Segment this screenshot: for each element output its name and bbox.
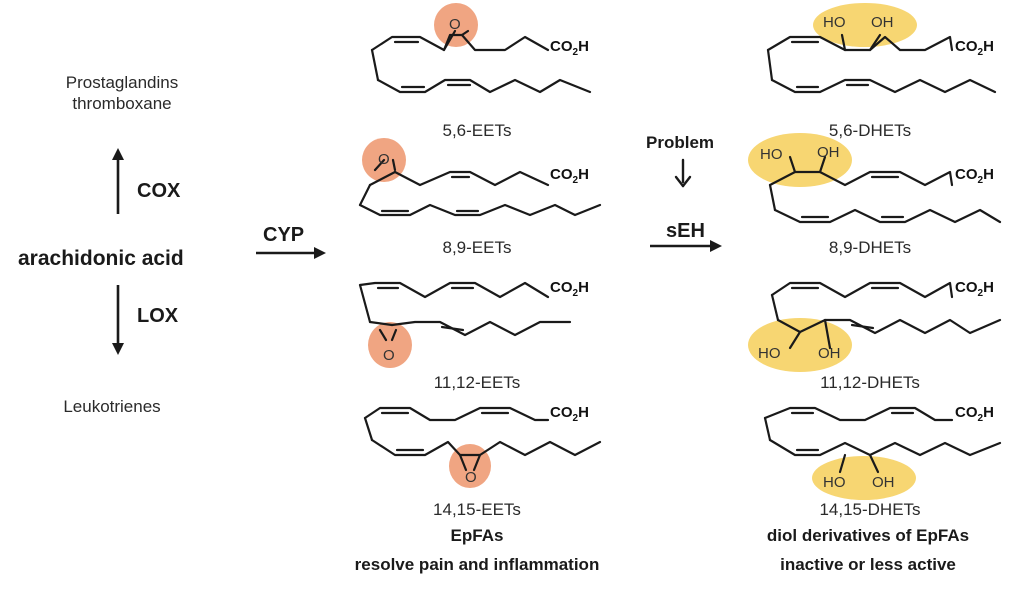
dhet1112-oh-bond-r: [823, 318, 832, 350]
eet1415-link: [363, 416, 374, 442]
diol-highlight-5-6: [813, 3, 917, 47]
dhet1112-link: [770, 293, 780, 322]
cyp-arrow: [256, 247, 326, 259]
epoxide-oxygen-11-12: O: [383, 347, 395, 364]
dhet56-link: [766, 48, 774, 82]
eet1415-epoxide-bond-l: [458, 453, 468, 472]
lox-enzyme-label: LOX: [137, 305, 179, 327]
diol-caption: diol derivatives of EpFAs: [766, 526, 970, 545]
hydroxyl-14-left: HO: [823, 474, 846, 491]
dhet1415-link: [763, 416, 772, 442]
hydroxyl-11-left: HO: [758, 345, 781, 362]
eet56-link: [370, 48, 380, 82]
seh-arrow: [650, 240, 722, 252]
epfa-caption: EpFAs: [450, 526, 504, 545]
hydroxyl-12-right: OH: [818, 345, 841, 362]
dhet89-bottom-chain: [773, 208, 1002, 224]
eet1112-epoxide-bond-r: [390, 328, 398, 342]
eet56-bottom-chain: [376, 78, 592, 94]
dhet1112-double-bond-c: [850, 323, 875, 330]
problem-arrow-head-right: [681, 175, 692, 188]
eet1112-double-bond-c: [440, 325, 465, 332]
cox-enzyme-label: COX: [137, 180, 181, 202]
dhet56-top-chain: [766, 35, 954, 52]
epoxide-oxygen-8-9: O: [378, 151, 390, 168]
carboxyl-eet-11-12: CO2H: [550, 279, 589, 299]
problem-label: Problem: [646, 133, 715, 152]
cox-product-thromboxane: thromboxane: [72, 94, 172, 113]
hydroxyl-6-right: OH: [871, 14, 894, 31]
dhet1112-top-chain: [770, 281, 954, 299]
carboxyl-eet-5-6: CO2H: [550, 38, 589, 58]
dhet1415-top-chain: [763, 406, 954, 422]
hydroxyl-9-right: OH: [817, 144, 840, 161]
eet89-epoxide-c1: [368, 170, 397, 187]
carboxyl-dhet-5-6: CO2H: [955, 38, 994, 58]
dhet1112-bottom-chain: [776, 318, 1002, 335]
dhet-caption-5-6: 5,6-DHETs: [828, 121, 912, 140]
hydroxyl-5-left: HO: [823, 14, 846, 31]
dhet-caption-14-15: 14,15-DHETs: [819, 500, 921, 519]
eet56-epoxide-bond-left: [442, 29, 457, 52]
eet56-epoxide-bond-right: [460, 29, 470, 37]
lox-product-leukotrienes: Leukotrienes: [63, 397, 161, 416]
arachidonic-acid-label: arachidonic acid: [18, 247, 184, 270]
carboxyl-dhet-14-15: CO2H: [955, 404, 994, 424]
eet1112-c11: [368, 320, 394, 327]
dhet56-oh-bond-l: [840, 33, 847, 52]
lox-arrow: [112, 285, 124, 355]
dhet89-oh-bond-l: [788, 155, 797, 174]
carboxyl-dhet-11-12: CO2H: [955, 279, 994, 299]
cox-product-prostaglandins: Prostaglandins: [65, 73, 179, 92]
carboxyl-dhet-8-9: CO2H: [955, 166, 994, 186]
eet-caption-11-12: 11,12-EETs: [433, 373, 521, 392]
dhet56-bottom-chain: [770, 78, 997, 94]
carboxyl-eet-14-15: CO2H: [550, 404, 589, 424]
eet89-top-chain: [393, 170, 550, 187]
diol-subcaption: inactive or less active: [780, 555, 956, 574]
eet89-bottom-chain: [358, 203, 602, 217]
dhet1415-oh-bond-r: [868, 453, 880, 474]
dhet1112-oh-bond-l: [788, 330, 802, 350]
eet-caption-5-6: 5,6-EETs: [442, 121, 512, 140]
eet1415-top-chain: [363, 406, 550, 422]
cyp-enzyme-label: CYP: [263, 224, 305, 246]
dhet-caption-11-12: 11,12-DHETs: [820, 373, 920, 392]
dhet56-oh-bond-r: [868, 33, 882, 52]
eet1112-link: [358, 283, 372, 324]
hydroxyl-15-right: OH: [872, 474, 895, 491]
eet1112-bottom-chain: [390, 320, 572, 337]
eet-caption-14-15: 14,15-EETs: [433, 500, 521, 519]
cox-arrow: [112, 148, 124, 214]
dhet1415-oh-bond-l: [838, 453, 847, 474]
diol-highlight-14-15: [812, 456, 916, 500]
dhet89-link: [768, 183, 777, 212]
eet1415-epoxide-bond-r: [472, 453, 482, 472]
epoxide-oxygen-5-6: O: [449, 16, 461, 33]
epoxide-highlight-11-12: [368, 322, 412, 368]
carboxyl-eet-8-9: CO2H: [550, 166, 589, 186]
epfa-subcaption: resolve pain and inflammation: [354, 555, 600, 574]
eet89-epoxide-bond-l: [373, 158, 386, 172]
problem-arrow-head-left: [674, 175, 685, 188]
dhet89-oh-bond-r: [818, 155, 827, 174]
eet89-epoxide-bond-r: [391, 158, 397, 172]
dhet1415-bottom-chain: [768, 438, 1002, 457]
diol-highlight-8-9: [748, 133, 852, 187]
eet89-link: [358, 183, 372, 207]
dhet-caption-8-9: 8,9-DHETs: [828, 238, 912, 257]
eet1112-top-chain: [358, 281, 550, 299]
epoxide-oxygen-14-15: O: [465, 469, 477, 486]
seh-enzyme-label: sEH: [666, 220, 705, 242]
eet1112-epoxide-bond-l: [378, 328, 388, 342]
eet56-top-chain: [370, 33, 550, 52]
eet-caption-8-9: 8,9-EETs: [442, 238, 512, 257]
hydroxyl-8-left: HO: [760, 146, 783, 163]
dhet89-top-chain: [768, 170, 954, 187]
epoxide-highlight-5-6: [434, 3, 478, 47]
